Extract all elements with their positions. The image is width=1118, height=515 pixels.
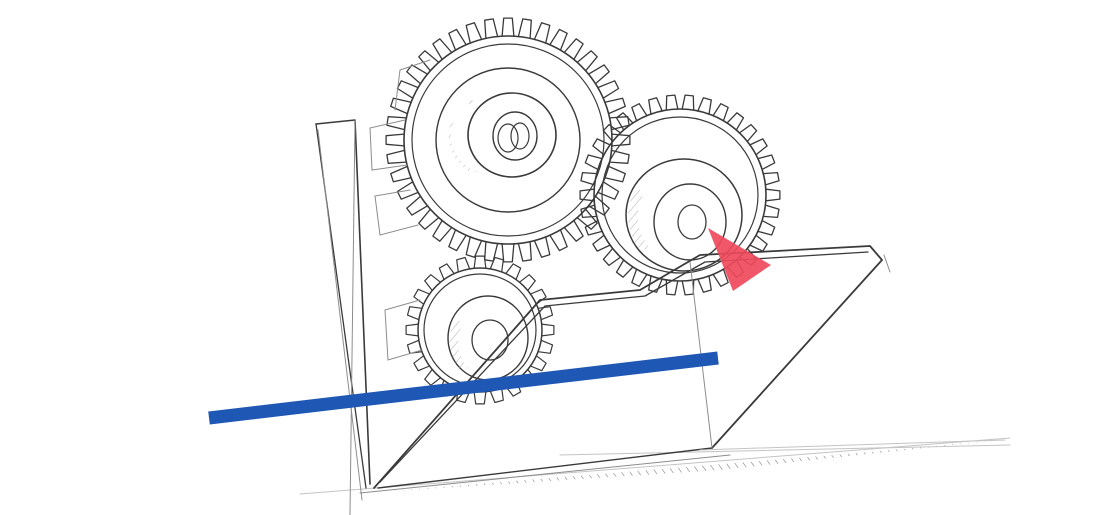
gear-tooth bbox=[385, 133, 405, 147]
gear-tooth bbox=[489, 387, 504, 404]
gear-tooth bbox=[597, 181, 620, 200]
gear-tooth bbox=[584, 154, 603, 171]
gear-tooth bbox=[697, 97, 712, 115]
gear-tooth bbox=[396, 80, 419, 99]
gear-tooth bbox=[489, 256, 504, 273]
ground-shadow bbox=[299, 437, 1011, 495]
gear-tooth bbox=[602, 247, 622, 267]
gear-tooth bbox=[712, 103, 729, 122]
gear-tooth bbox=[608, 116, 630, 131]
gear-tooth bbox=[448, 28, 467, 51]
gear-tooth bbox=[406, 306, 423, 321]
gear-tooth bbox=[505, 263, 522, 281]
gear-tooth bbox=[604, 97, 626, 115]
gear-tooth bbox=[465, 236, 483, 258]
gear-tooth bbox=[418, 50, 440, 72]
gear-tooth bbox=[611, 133, 631, 147]
gear-tooth bbox=[390, 165, 412, 183]
gear-tooth bbox=[465, 22, 483, 44]
gear-tooth bbox=[738, 123, 758, 143]
gear-tooth bbox=[473, 255, 487, 269]
gear-tooth bbox=[749, 138, 768, 156]
gear-tooth bbox=[390, 97, 412, 115]
gear-tooth bbox=[665, 94, 679, 111]
gear-tooth bbox=[602, 123, 622, 143]
gear-tooth bbox=[579, 188, 595, 202]
gear-tooth bbox=[563, 38, 584, 61]
folder-back-panel bbox=[315, 119, 371, 515]
gear-tooth bbox=[615, 112, 634, 131]
gear-tooth bbox=[592, 234, 611, 252]
gear-tooth bbox=[501, 243, 515, 263]
gear-tooth bbox=[681, 94, 695, 111]
gear-tooth bbox=[765, 188, 781, 202]
gear-tooth bbox=[537, 339, 554, 354]
gear-tooth bbox=[406, 195, 429, 216]
gear-tooth bbox=[749, 234, 768, 252]
gear-tooth bbox=[484, 240, 499, 262]
gear-tooth bbox=[726, 112, 745, 131]
gear-tooth bbox=[424, 368, 442, 386]
gear-tooth bbox=[406, 64, 429, 85]
gear-tooth bbox=[541, 323, 555, 337]
gear-tooth bbox=[456, 256, 471, 273]
gear-tooth bbox=[517, 18, 532, 40]
gear-tooth bbox=[386, 149, 408, 164]
gear-tooth bbox=[517, 240, 532, 262]
gear-tooth bbox=[418, 208, 440, 230]
gear-tooth bbox=[757, 154, 776, 171]
gear-tooth bbox=[631, 103, 648, 122]
large-gear-icon bbox=[369, 17, 631, 263]
gear-tooth bbox=[631, 268, 648, 287]
blue-highlight-stroke bbox=[208, 351, 719, 425]
gear-tooth bbox=[580, 204, 598, 219]
gear-tooth bbox=[386, 116, 408, 131]
gear-tooth bbox=[448, 229, 467, 252]
gear-tooth bbox=[501, 17, 515, 37]
gear-tooth bbox=[757, 219, 776, 236]
gear-tooth bbox=[405, 323, 419, 337]
gear-tooth bbox=[681, 279, 695, 296]
gear-tooth bbox=[432, 219, 453, 242]
gear-tooth bbox=[484, 18, 499, 40]
gear-tooth bbox=[712, 268, 729, 287]
gear-tooth bbox=[587, 64, 610, 85]
gear-tooth bbox=[584, 219, 603, 236]
gear-tooth bbox=[615, 259, 634, 278]
gear-tooth bbox=[533, 236, 551, 258]
gear-tooth bbox=[648, 97, 663, 115]
gear-tooth bbox=[697, 275, 712, 293]
gear-tooth bbox=[580, 171, 598, 186]
gear-tooth bbox=[473, 391, 487, 405]
gear-tooth bbox=[604, 165, 626, 183]
gear-tooth bbox=[529, 355, 547, 372]
gear-tooth bbox=[563, 219, 584, 242]
gear-tooth bbox=[608, 149, 630, 164]
folder-icon bbox=[359, 245, 1006, 494]
gear-tooth bbox=[432, 38, 453, 61]
gear-tooth bbox=[762, 171, 780, 186]
gear-tooth bbox=[597, 80, 620, 99]
gear-tooth bbox=[533, 22, 551, 44]
gear-tooth bbox=[592, 138, 611, 156]
gear-tooth bbox=[413, 355, 431, 372]
gear-tooth bbox=[549, 28, 568, 51]
gear-tooth bbox=[762, 204, 780, 219]
gear-tooth bbox=[549, 229, 568, 252]
gear-tooth bbox=[576, 50, 598, 72]
gear-tooth bbox=[518, 274, 536, 292]
cursor-arrow-icon bbox=[708, 228, 771, 291]
gear-tooth bbox=[438, 263, 455, 281]
gear-tooth bbox=[665, 279, 679, 296]
gear-tooth bbox=[396, 181, 419, 200]
gear-tooth bbox=[424, 274, 442, 292]
gear-tooth bbox=[406, 339, 423, 354]
